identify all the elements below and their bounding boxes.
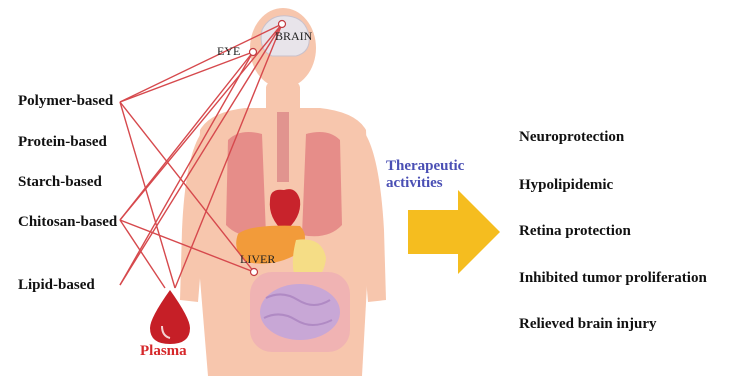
eye-marker xyxy=(250,49,257,56)
right-lung xyxy=(302,132,342,236)
activity-relieved-brain-injury: Relieved brain injury xyxy=(519,316,657,333)
liver-marker xyxy=(251,269,258,276)
therapeutic-arrow xyxy=(408,190,500,274)
brain-marker xyxy=(279,21,286,28)
intestines xyxy=(250,272,350,352)
activity-inhibited-tumor: Inhibited tumor proliferation xyxy=(519,270,707,287)
activity-retina-protection: Retina protection xyxy=(519,223,631,240)
therapeutic-label: Therapeutic activities xyxy=(386,158,464,192)
carrier-chitosan: Chitosan-based xyxy=(18,214,117,231)
activity-neuroprotection: Neuroprotection xyxy=(519,129,624,146)
carrier-polymer: Polymer-based xyxy=(18,93,113,110)
therapeutic-line1: Therapeutic xyxy=(386,158,464,175)
carrier-lipid: Lipid-based xyxy=(18,277,95,294)
carrier-starch: Starch-based xyxy=(18,174,102,191)
eye-label: EYE xyxy=(217,44,240,59)
carrier-protein: Protein-based xyxy=(18,134,107,151)
therapeutic-line2: activities xyxy=(386,175,464,192)
liver-label: LIVER xyxy=(240,252,275,267)
brain-label: BRAIN xyxy=(275,29,312,44)
plasma-label: Plasma xyxy=(140,343,187,360)
activity-hypolipidemic: Hypolipidemic xyxy=(519,177,613,194)
